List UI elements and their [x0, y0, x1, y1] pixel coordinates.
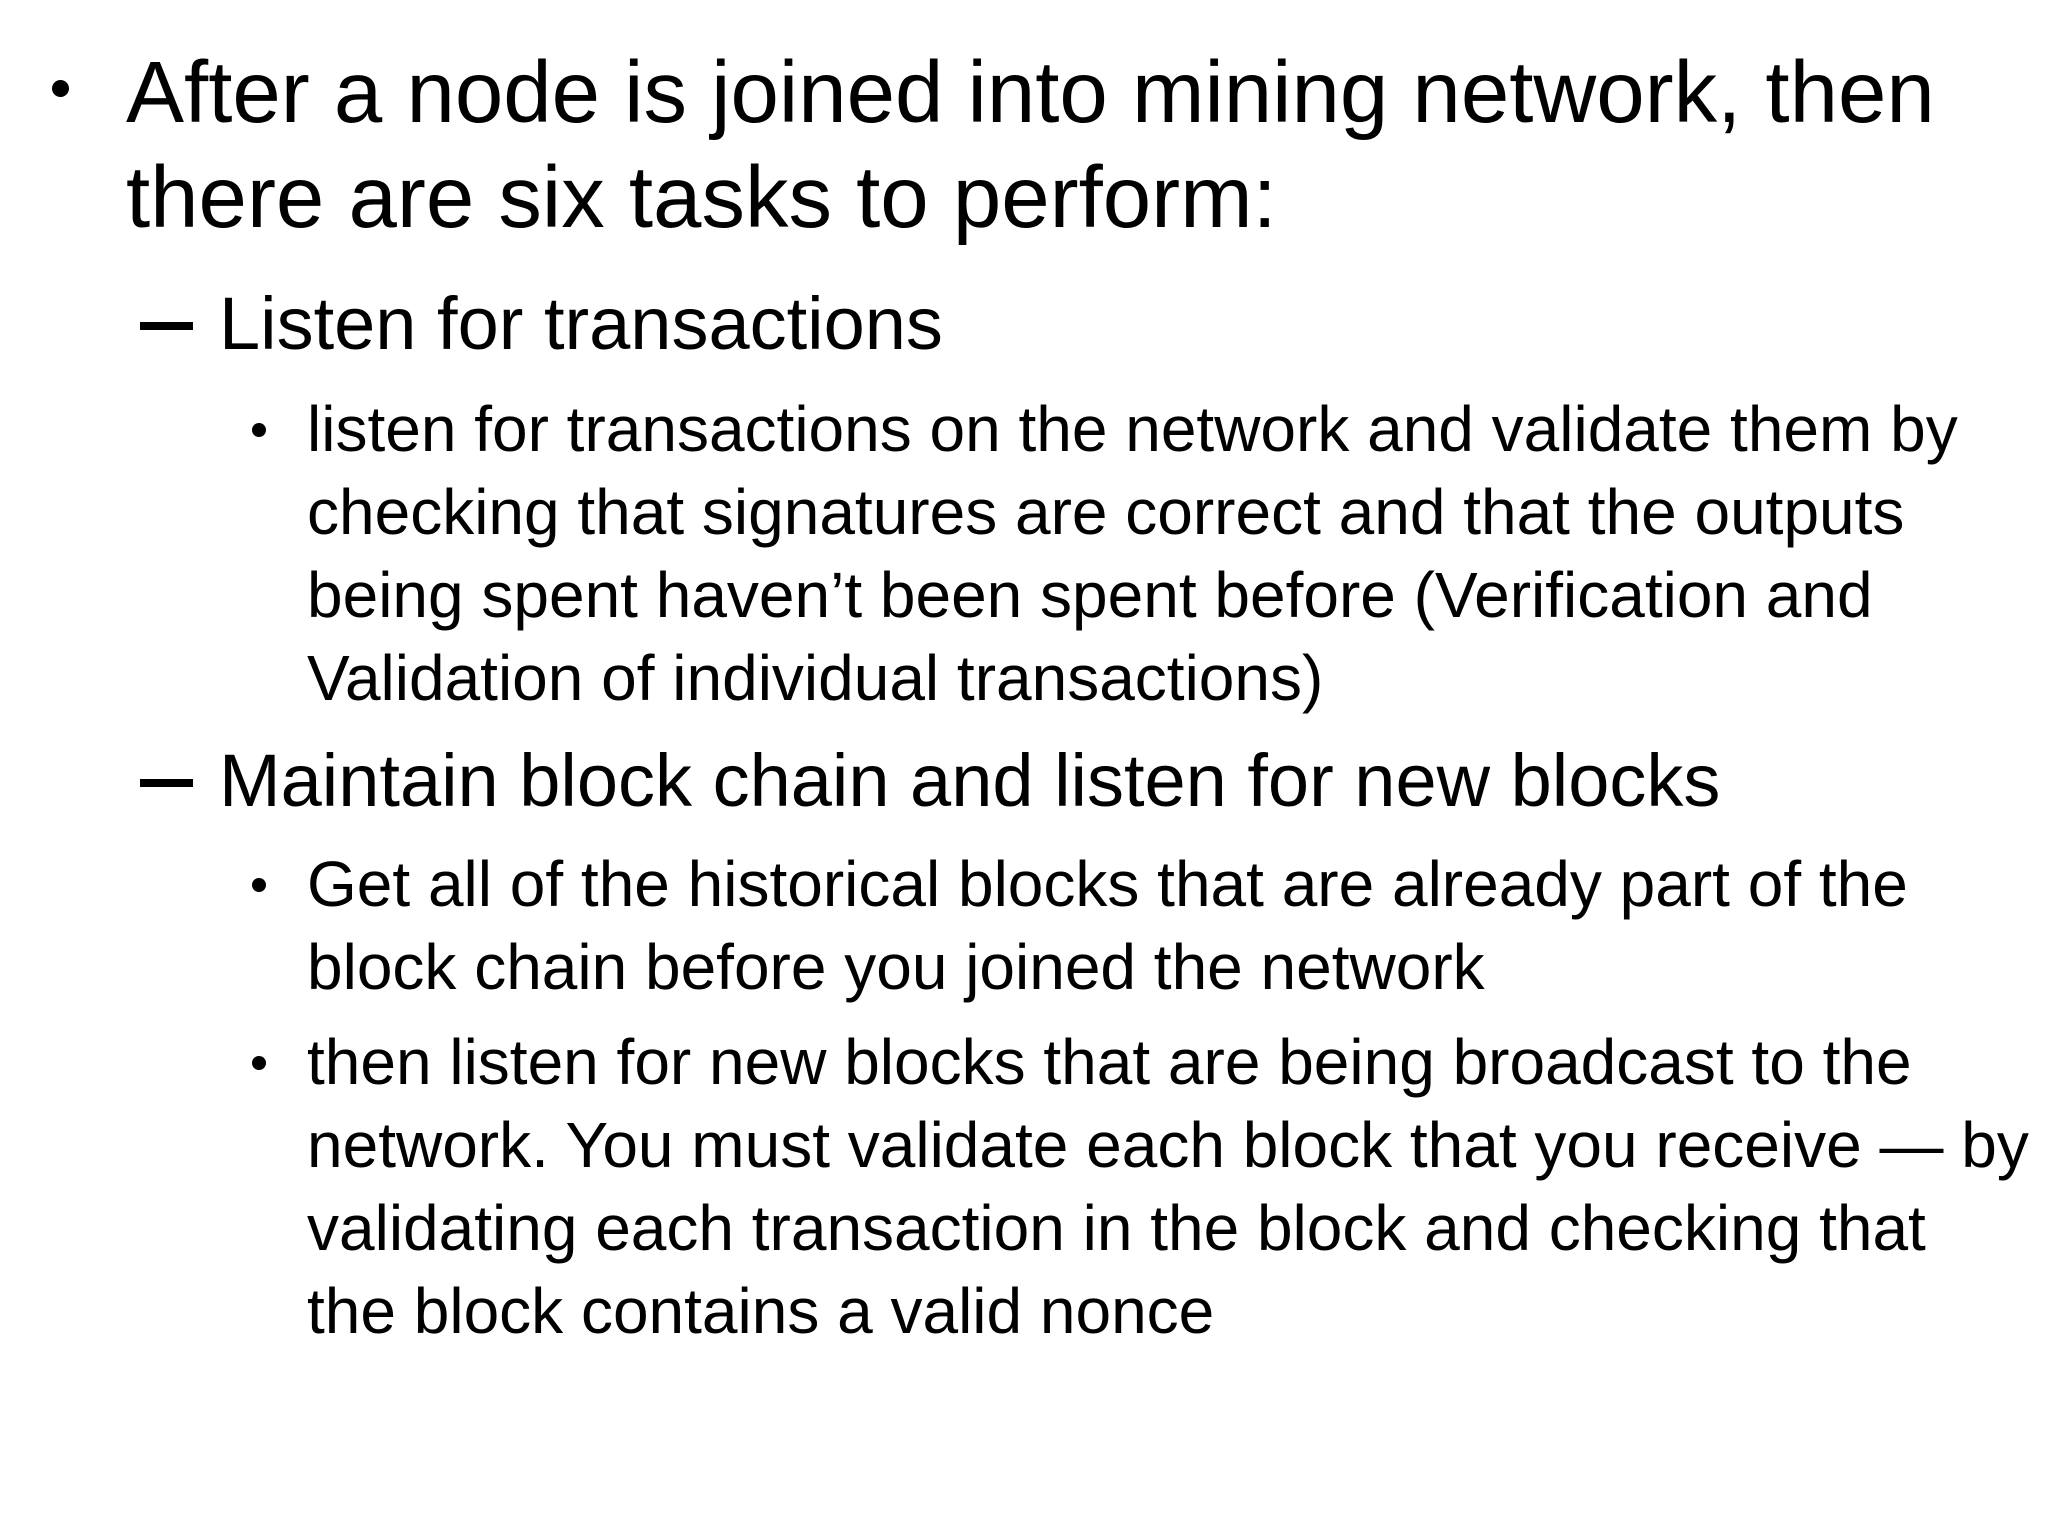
text-line: listen for transactions on the network a…: [307, 393, 1958, 465]
text-line: validating each transaction in the block…: [307, 1192, 1926, 1264]
text-line: then listen for new blocks that are bein…: [307, 1026, 1912, 1098]
bullet-level2-maintain-blockchain: Maintain block chain and listen for new …: [0, 736, 2048, 826]
text-line: Get all of the historical blocks that ar…: [307, 848, 1908, 920]
dash-icon: [140, 779, 193, 787]
dash-icon: [140, 322, 193, 330]
bullet-level1-intro: After a node is joined into mining netwo…: [0, 40, 2048, 250]
text-line: block chain before you joined the networ…: [307, 931, 1485, 1003]
bullet-icon: [252, 1056, 266, 1070]
text-line: Validation of individual transactions): [307, 642, 1324, 714]
text-line: being spent haven’t been spent before (V…: [307, 559, 1873, 631]
bullet-level3-listen-detail: listen for transactions on the network a…: [0, 388, 2048, 720]
bullet-icon: [252, 423, 266, 437]
bullet-icon: [52, 80, 69, 97]
text-line: After a node is joined into mining netwo…: [126, 44, 1935, 141]
text-line: Listen for transactions: [219, 282, 943, 365]
text-line: there are six tasks to perform:: [126, 149, 1277, 246]
bullet-level3-listen-new-blocks: then listen for new blocks that are bein…: [0, 1021, 2048, 1353]
text-line: network. You must validate each block th…: [307, 1109, 2029, 1181]
text-line: Maintain block chain and listen for new …: [219, 739, 1721, 822]
text-line: the block contains a valid nonce: [307, 1275, 1215, 1347]
bullet-icon: [252, 878, 266, 892]
text-line: checking that signatures are correct and…: [307, 476, 1905, 548]
bullet-level3-get-historical-blocks: Get all of the historical blocks that ar…: [0, 843, 2048, 1009]
bullet-level2-listen-for-transactions: Listen for transactions: [0, 279, 2048, 369]
